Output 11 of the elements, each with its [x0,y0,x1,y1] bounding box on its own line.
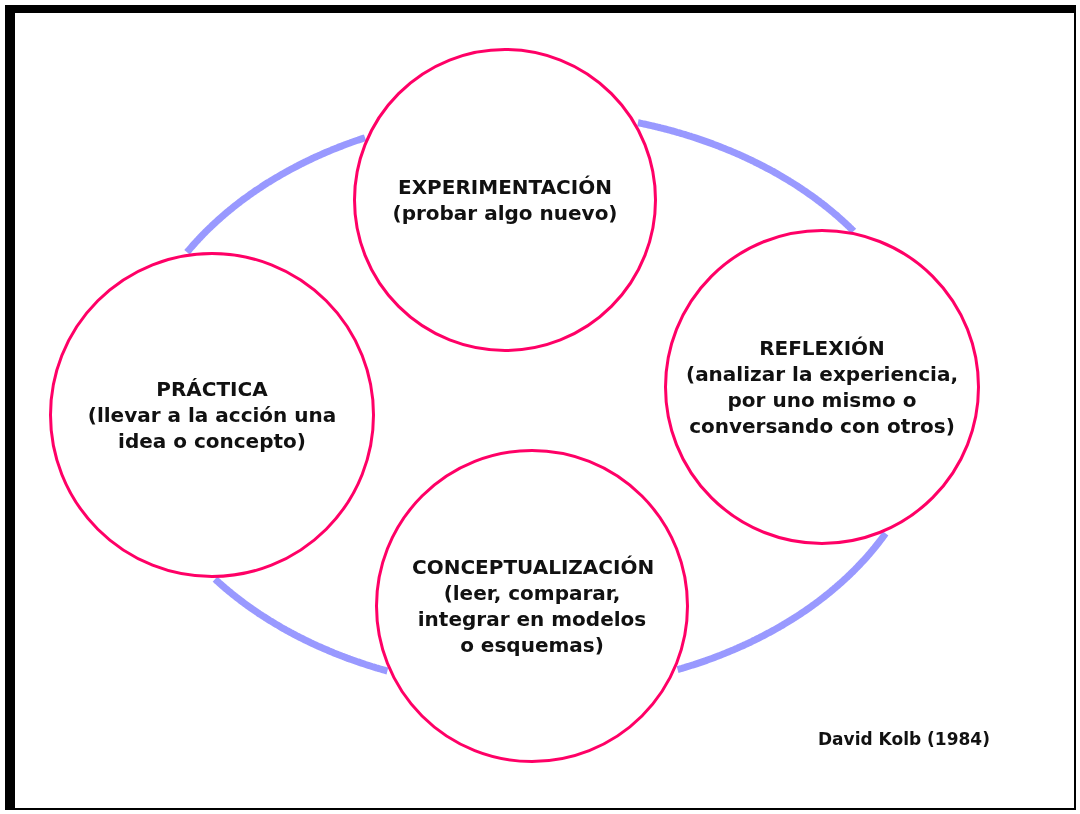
cycle-arc [212,576,390,675]
stage-title: EXPERIMENTACIÓN [398,174,612,200]
stage-title: PRÁCTICA [156,376,268,402]
source-citation: David Kolb (1984) [818,728,990,751]
stage-description: (probar algo nuevo) [392,200,618,226]
stage-description: (leer, comparar, integrar en modelos o esquemas) [416,580,648,658]
stage-title: REFLEXIÓN [759,335,885,361]
stage-description: (analizar la experiencia, por uno mismo o conversando con otros) [685,361,959,439]
cycle-arc [675,530,889,673]
stage-title: CONCEPTUALIZACIÓN [412,554,652,580]
stage-description: (llevar a la acción una idea o concepto) [86,402,338,454]
